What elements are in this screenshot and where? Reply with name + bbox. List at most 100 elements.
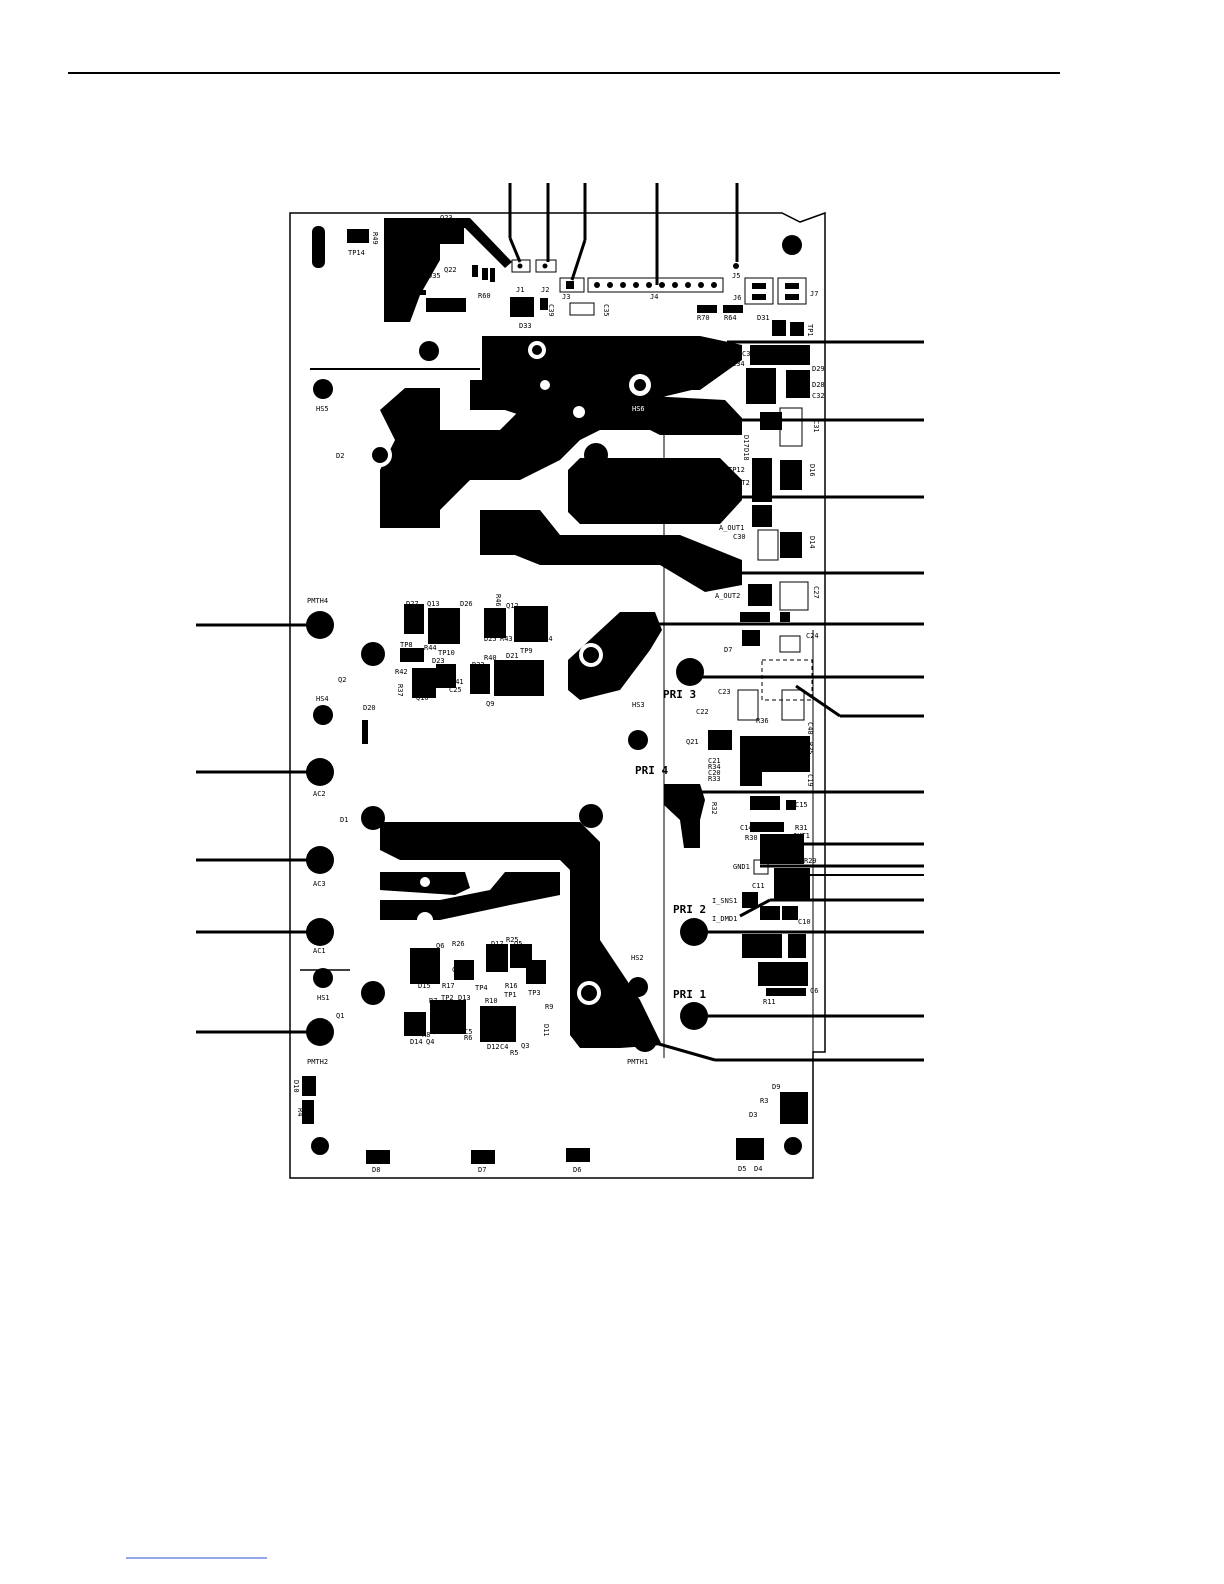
component-label-c39: C39 [547,304,555,317]
component-label-d19: D19 [533,962,541,975]
component-label-c32: C32 [812,392,825,400]
component-label-ac3: AC3 [313,880,326,888]
component-label-ac1: AC1 [313,947,326,955]
component-label-gnd1: GND1 [733,863,750,871]
component-label-tp4: TP4 [475,984,488,992]
component-label-r33: R33 [708,775,721,783]
component-label-r10: R10 [485,997,498,1005]
component-label-pri1: PRI 1 [673,988,706,1001]
component-label-r5: R5 [510,1049,518,1057]
component-label-r42: R42 [395,668,408,676]
component-label-d31: D31 [757,314,770,322]
component-label-r70: R70 [697,314,710,322]
component-label-j2: J2 [541,286,549,294]
component-label-r6: R6 [464,1034,472,1042]
component-label-q13: Q13 [427,600,440,608]
component-label-r25: R25 [506,936,519,944]
component-label-d9: D9 [740,616,748,624]
component-label-d12: D12 [487,1043,500,1051]
via-rings [372,345,646,1001]
component-label-c33: C33 [742,350,755,358]
component-label-c4: C4 [500,1043,508,1051]
component-label-r31: R31 [795,824,808,832]
component-label-q4: Q4 [426,1038,434,1046]
component-label-d14b: D14 [410,1038,423,1046]
component-label-tp12: TP12 [728,466,745,474]
component-label-d10: D10 [292,1080,300,1093]
component-label-q5: Q5 [514,940,522,948]
component-label-d26: D26 [460,600,473,608]
component-label-d17b: D17 [491,940,504,948]
slot [312,226,325,268]
component-label-r34: R34 [708,763,721,771]
component-label-i_dmd1: I_DMD1 [712,915,737,923]
component-label-c23: C23 [718,688,731,696]
component-label-c40: C40 [806,722,814,735]
component-label-r60: R60 [478,292,491,300]
component-label-pri3: PRI 3 [663,688,696,701]
component-label-r4: R4 [296,1108,304,1116]
component-label-tp9: TP9 [520,647,533,655]
component-label-r17: R17 [442,982,455,990]
component-label-r37: R37 [396,684,404,697]
q23-pad [402,222,430,254]
component-label-r35: R35 [806,742,814,755]
component-label-d23: D23 [432,657,445,665]
component-label-c14: C14 [740,824,753,832]
component-label-hs3: HS3 [632,701,645,709]
component-label-pri4: PRI 4 [635,764,668,777]
component-label-hs2: HS2 [631,954,644,962]
component-label-hs6: HS6 [632,405,645,413]
component-label-d7b: D7 [478,1166,486,1174]
component-label-d14: D14 [808,536,816,549]
component-label-d25: D25 [484,635,497,643]
component-label-a_out1: A_OUT1 [719,524,744,532]
component-label-d11: D11 [542,1024,550,1037]
component-label-r16: R16 [505,982,518,990]
component-label-d28: D28 [812,381,825,389]
component-label-r11: R11 [763,998,776,1006]
component-label-d21: D21 [506,652,519,660]
board-outline [289,211,826,1179]
component-label-r9: R9 [545,1003,553,1011]
component-label-q21: Q21 [686,738,699,746]
component-label-r7: R7 [429,997,437,1005]
component-label-r44: R44 [424,644,437,652]
component-label-c15: C15 [795,801,808,809]
component-label-r27: R27 [410,952,418,965]
component-label-d1: D1 [340,816,348,824]
callout-lines [196,183,924,1062]
component-label-d8: D8 [372,1166,380,1174]
component-label-tp5: TP5 [530,666,543,674]
component-label-r64: R64 [724,314,737,322]
component-label-c19: C19 [806,774,814,787]
component-label-d17: D17 [742,435,750,448]
component-label-r40: R40 [484,654,497,662]
component-label-r32: R32 [710,802,718,815]
component-label-tp10: TP10 [438,649,455,657]
component-label-d6: D6 [573,1166,581,1174]
component-label-d7: D7 [724,646,732,654]
component-label-tp2: TP2 [441,994,454,1002]
component-label-r30: R30 [745,834,758,842]
component-label-d35: D35 [428,272,441,280]
component-label-pmth1: PMTH1 [627,1058,648,1066]
component-label-d27: D27 [406,600,419,608]
component-label-c35: C35 [602,304,610,317]
component-label-q22: Q22 [444,266,457,274]
component-label-j5: J5 [732,272,740,280]
component-label-c10: C10 [798,918,811,926]
component-label-c30: C30 [733,533,746,541]
component-label-d33: D33 [519,322,532,330]
component-label-j4: J4 [650,293,658,301]
component-label-d9b: D9 [772,1083,780,1091]
component-label-d4: D4 [754,1165,762,1173]
component-label-r26: R26 [452,940,465,948]
component-label-c21: C21 [708,757,721,765]
component-label-d24: D24 [540,635,553,643]
component-label-r41: R41 [451,678,464,686]
component-label-q6: Q6 [436,942,444,950]
component-label-tp8: TP8 [400,641,413,649]
component-label-d20: D20 [363,704,376,712]
component-label-a_out2: A_OUT2 [715,592,740,600]
